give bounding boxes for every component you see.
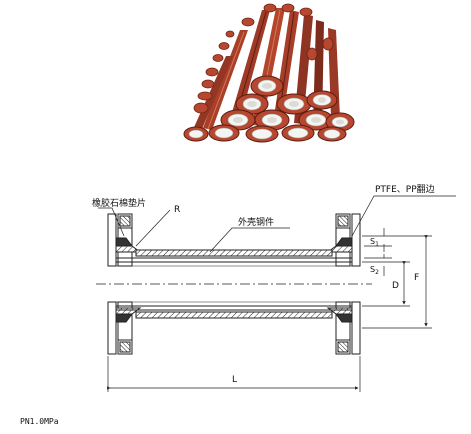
dimension-l [107,356,361,392]
left-flange-bottom [107,301,142,355]
pipe-wall-bottom [115,302,353,319]
right-flange-top [326,213,361,267]
gasket-label: 橡胶石棉垫片 [92,197,146,209]
pipe-wall-top [116,249,352,263]
s1-label: S1 [370,237,379,248]
right-flange-bottom [326,301,361,355]
product-photo [183,3,355,143]
l-label: L [232,375,237,385]
distant-flanges [193,3,334,114]
lining-label: PTFE、PP翻边 [375,184,435,195]
f-label: F [414,273,419,283]
leader-radius [135,209,171,247]
d-label: D [392,281,399,291]
front-flanges [183,75,355,143]
dimension-s1 [364,228,392,252]
dimension-d [362,261,410,307]
section-drawing [96,195,456,392]
dimension-s2 [364,254,392,276]
shell-label: 外壳钢件 [238,216,274,228]
labels: 橡胶石棉垫片 R 外壳钢件 PTFE、PP翻边 S1 S2 D F L PN1.… [20,184,435,426]
dimension-f [362,235,432,329]
s2-label: S2 [370,265,379,276]
radius-label: R [174,205,180,215]
leader-gasket [98,207,125,237]
leader-lining [351,195,456,237]
pressure-footnote: PN1.0MPa [20,417,59,426]
leader-shell [209,227,290,253]
